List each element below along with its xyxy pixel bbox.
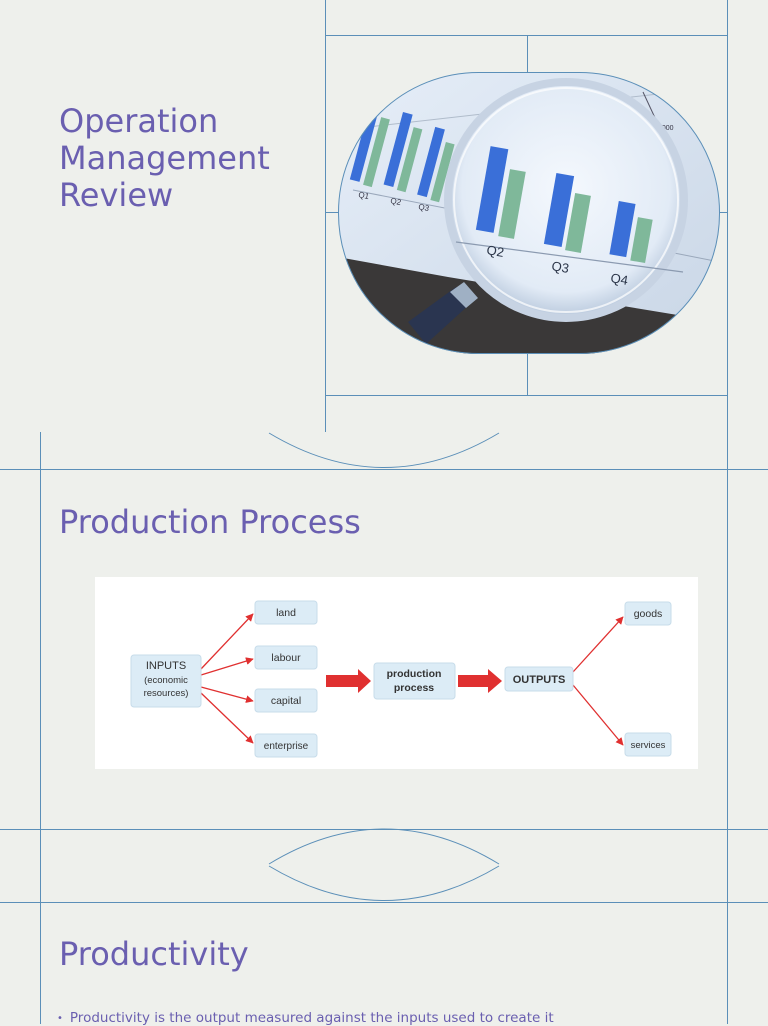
frame-line: [325, 395, 728, 396]
frame-line: [527, 350, 528, 396]
frame-line: [40, 432, 41, 865]
resource-box: [254, 600, 318, 625]
large-tick-label: Q2: [485, 242, 505, 260]
magnifier-chart-image: Q1 Q2 Q3 1,000 Q2 Q3: [338, 72, 720, 354]
slide-production-process: Production Process: [0, 432, 768, 865]
product-label: services: [631, 740, 666, 751]
frame-line: [325, 0, 326, 432]
resource-label: land: [276, 607, 296, 619]
frame-line: [727, 432, 728, 865]
frame-line: [727, 0, 728, 432]
title-line: Operation: [59, 102, 219, 140]
process-label: production: [387, 668, 442, 680]
frame-line: [325, 212, 339, 213]
top-arc-ornament: [268, 865, 500, 901]
bottom-arc-ornament: [268, 828, 500, 865]
slide-title: Production Process: [59, 503, 361, 541]
frame-line: [527, 35, 528, 75]
outputs-label: OUTPUTS: [513, 674, 566, 686]
resource-box: [254, 645, 318, 670]
resource-label: capital: [271, 695, 301, 707]
inputs-box: [130, 654, 202, 708]
slide-productivity: Productivity: [0, 865, 768, 1024]
frame-line: [40, 865, 41, 1024]
bullet-text: Productivity is the output measured agai…: [69, 1010, 554, 1026]
production-process-diagram: INPUTS (economic resources) land labour …: [95, 577, 698, 769]
slide-operation-management-review: Operation Management Review: [0, 0, 768, 432]
outputs-box: [504, 666, 574, 692]
slide-title: Productivity: [59, 935, 249, 973]
frame-line: [0, 902, 768, 903]
frame-line: [727, 865, 728, 1024]
title-line: Management: [59, 139, 270, 177]
bullet-item: • Productivity is the output measured aga…: [57, 1010, 554, 1026]
resource-box: [254, 688, 318, 713]
resource-label: enterprise: [264, 741, 309, 752]
small-tick-label: Q1: [358, 190, 371, 201]
bullet-dot: •: [57, 1013, 63, 1024]
process-label: process: [394, 682, 434, 694]
resource-label: labour: [271, 652, 301, 664]
large-tick-label: Q4: [609, 270, 629, 288]
resource-box: [254, 733, 318, 758]
top-arc-ornament: [268, 432, 500, 468]
inputs-sub: (economic: [144, 675, 188, 686]
slide-title: Operation Management Review: [59, 103, 270, 214]
product-box: [624, 732, 672, 757]
large-tick-label: Q3: [550, 258, 570, 276]
frame-line: [0, 469, 768, 470]
small-tick-label: Q2: [390, 196, 403, 207]
inputs-label: INPUTS: [146, 660, 186, 672]
frame-line: [325, 35, 728, 36]
inputs-sub: resources): [144, 688, 189, 699]
small-bars: [349, 102, 455, 203]
frame-line: [716, 212, 728, 213]
title-line: Review: [59, 176, 174, 214]
process-box: [373, 662, 456, 700]
small-tick-label: Q3: [418, 202, 431, 213]
big-arrows: [326, 669, 502, 693]
large-bars: [475, 146, 653, 264]
product-box: [624, 601, 672, 626]
product-label: goods: [634, 608, 663, 620]
